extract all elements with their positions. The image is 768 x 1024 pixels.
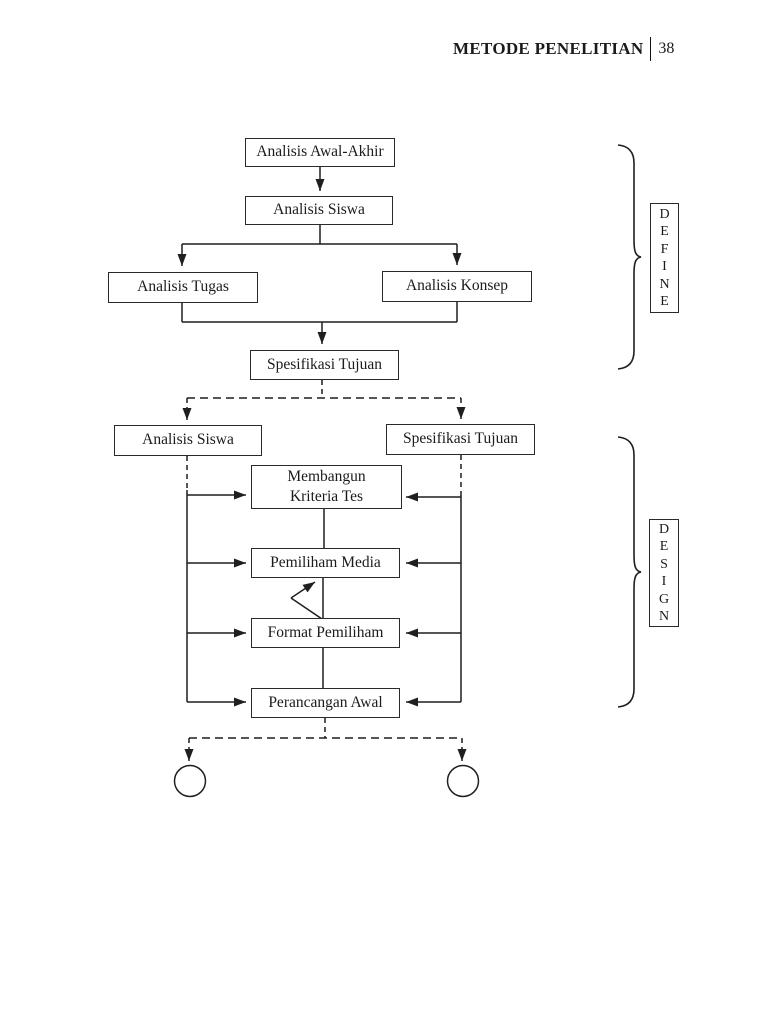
phase-letter: I: [661, 574, 667, 589]
phase-letter: E: [660, 294, 669, 309]
connector-circle-left: [173, 764, 207, 798]
phase-letter: N: [659, 276, 670, 292]
box-label: Spesifikasi Tujuan: [403, 430, 518, 448]
chapter-title: METODE PENELITIAN: [453, 39, 644, 58]
box-label-line1: Membangun: [287, 468, 366, 485]
connector-circle-right: [446, 764, 480, 798]
box-spesifikasi-tujuan-right: Spesifikasi Tujuan: [386, 424, 535, 455]
exit-dashed-lines: [184, 718, 467, 761]
box-label: Analisis Siswa: [142, 431, 234, 449]
design-brace: [617, 436, 642, 708]
box-perancangan-awal: Perancangan Awal: [251, 688, 400, 718]
box-label: Analisis Konsep: [405, 277, 509, 295]
header-divider: [650, 37, 652, 61]
phase-letter: E: [660, 224, 669, 239]
box-analisis-konsep: Analisis Konsep: [382, 271, 532, 302]
phase-letter: N: [658, 609, 670, 624]
box-analisis-siswa-left: Analisis Siswa: [114, 425, 262, 456]
box-label: Pemiliham Media: [270, 553, 381, 571]
phase-letter: S: [660, 556, 668, 572]
phase-label-define: D E F I N E: [650, 203, 679, 313]
box-pemiliham-media: Pemiliham Media: [251, 548, 400, 578]
phase-letter: F: [660, 241, 669, 257]
phase-label-design: D E S I G N: [649, 519, 679, 627]
box-format-pemiliham: Format Pemiliham: [251, 618, 400, 648]
box-label: Spesifikasi Tujuan: [267, 355, 382, 373]
box-analisis-awal-akhir: Analisis Awal-Akhir: [245, 138, 395, 167]
box-label: Format Pemiliham: [267, 623, 384, 641]
box-analisis-siswa-top: Analisis Siswa: [245, 196, 393, 225]
phase-letter: E: [659, 539, 669, 554]
phase-letter: D: [659, 206, 670, 222]
box-label: Analisis Siswa: [273, 201, 365, 219]
define-brace: [617, 144, 642, 370]
feedback-arrow: [290, 581, 323, 620]
box-analisis-tugas: Analisis Tugas: [108, 272, 258, 303]
page-header: METODE PENELITIAN 38: [453, 36, 674, 62]
phase-letter: I: [662, 259, 667, 274]
box-spesifikasi-tujuan-top: Spesifikasi Tujuan: [250, 350, 399, 380]
box-label: Perancangan Awal: [268, 693, 383, 711]
define-to-design-dashed-lines: [182, 380, 466, 420]
phase-letter: D: [658, 521, 670, 537]
page-number: 38: [658, 40, 675, 57]
phase-letter: G: [658, 591, 670, 607]
design-flow-lines: [186, 455, 462, 707]
box-label-line2: Kriteria Tes: [289, 488, 364, 505]
box-label: Analisis Awal-Akhir: [256, 143, 384, 161]
box-label: Analisis Tugas: [137, 278, 229, 296]
box-membangun-kriteria-tes: Membangun Kriteria Tes: [251, 465, 402, 509]
define-flow-lines: [177, 167, 462, 344]
